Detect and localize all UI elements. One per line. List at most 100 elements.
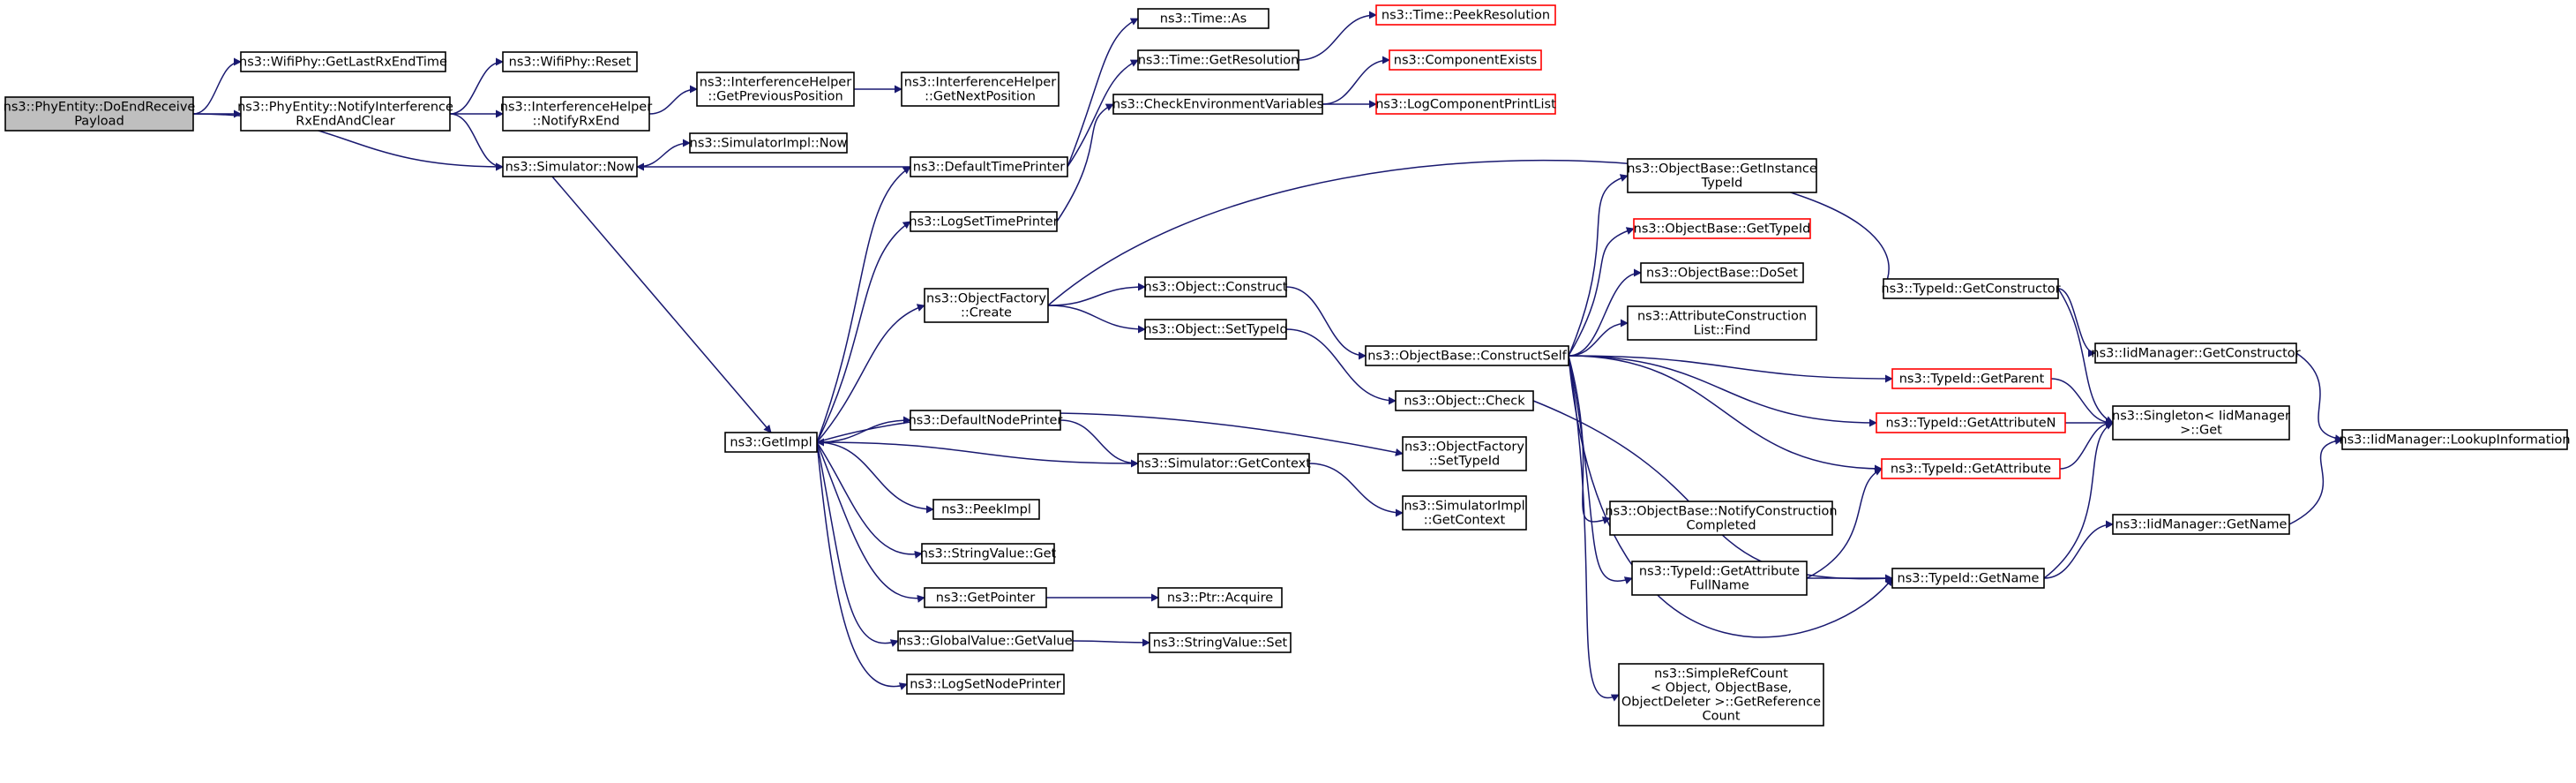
node-label: ::GetPreviousPosition: [708, 90, 842, 104]
node-box: [2112, 405, 2290, 440]
node-typeidgetparent[interactable]: ns3::TypeId::GetParent: [1891, 368, 2052, 389]
node-typeidgetattr[interactable]: ns3::TypeId::GetAttribute: [1881, 458, 2061, 479]
node-simimplnow[interactable]: ns3::SimulatorImpl::Now: [689, 132, 848, 154]
node-obnotifyconst[interactable]: ns3::ObjectBase::NotifyConstructionCompl…: [1605, 501, 1838, 536]
node-ihgetnext[interactable]: ns3::InterferenceHelper::GetNextPosition: [901, 72, 1060, 107]
node-typeidgetname[interactable]: ns3::TypeId::GetName: [1891, 568, 2045, 589]
node-box: [932, 499, 1040, 520]
node-iidgetname[interactable]: ns3::IidManager::GetName: [2112, 514, 2290, 535]
node-box: [1375, 94, 1556, 115]
edge-getimpl-to-peekimpl: [816, 441, 934, 514]
node-box: [1144, 319, 1287, 340]
node-iidgetctor[interactable]: ns3::IidManager::GetConstructor: [2091, 343, 2301, 364]
node-simnow[interactable]: ns3::Simulator::Now: [502, 156, 638, 177]
node-label: ns3::TypeId::GetParent: [1899, 373, 2045, 387]
node-label: List::Find: [1694, 324, 1751, 338]
edge-obconstructself-to-typeidgetattrfull: [1568, 355, 1633, 584]
edge-simgetcontext-to-simimplgetctx: [1308, 463, 1404, 517]
node-getimpl[interactable]: ns3::GetImpl: [724, 432, 818, 453]
node-getlastrx[interactable]: ns3::WifiPhy::GetLastRxEndTime: [239, 51, 447, 72]
node-timepeekres[interactable]: ns3::Time::PeekResolution: [1375, 4, 1556, 26]
node-ptracquire[interactable]: ns3::Ptr::Acquire: [1157, 587, 1283, 608]
node-objsettypeid[interactable]: ns3::Object::SetTypeId: [1143, 319, 1288, 340]
node-label: ::NotifyRxEnd: [533, 115, 620, 129]
node-box: [2094, 343, 2297, 364]
node-obdoset[interactable]: ns3::ObjectBase::DoSet: [1640, 262, 1804, 283]
node-obgettypeid[interactable]: ns3::ObjectBase::GetTypeId: [1633, 218, 1811, 239]
node-label: ns3::Object::Check: [1404, 395, 1525, 409]
node-objcheck[interactable]: ns3::Object::Check: [1395, 390, 1534, 411]
node-label: Count: [1702, 710, 1740, 724]
node-box: [1881, 458, 2061, 479]
node-typeidgetattrn[interactable]: ns3::TypeId::GetAttributeN: [1876, 412, 2066, 433]
node-obconstructself[interactable]: ns3::ObjectBase::ConstructSelf: [1365, 345, 1569, 366]
node-box: [1609, 501, 1833, 536]
node-peekimpl[interactable]: ns3::PeekImpl: [932, 499, 1040, 520]
node-simgetcontext[interactable]: ns3::Simulator::GetContext: [1136, 453, 1311, 474]
edge-obconstructself-to-attrconstfind: [1568, 319, 1629, 357]
node-box: [1375, 4, 1556, 26]
edge-objfactcreate-to-objconstruct: [1047, 282, 1146, 306]
node-objfactcreate[interactable]: ns3::ObjectFactory::Create: [924, 288, 1049, 323]
node-box: [1149, 632, 1292, 653]
node-label: ns3::InterferenceHelper: [500, 101, 652, 115]
node-ihgetprev[interactable]: ns3::InterferenceHelper::GetPreviousPosi…: [696, 72, 855, 107]
node-ihnotifyrxend[interactable]: ns3::InterferenceHelper::NotifyRxEnd: [500, 96, 652, 132]
node-label: ns3::DefaultNodePrinter: [909, 414, 1063, 428]
node-strvalset[interactable]: ns3::StringValue::Set: [1149, 632, 1292, 653]
edge-getimpl-to-logsettime: [816, 221, 911, 443]
node-box: [1883, 278, 2059, 299]
node-label: ns3::IidManager::GetName: [2115, 518, 2288, 532]
node-box: [1876, 412, 2066, 433]
node-box: [1631, 561, 1808, 596]
node-label: ns3::PhyEntity::NotifyInterference: [237, 101, 453, 115]
edge-globalgetvalue-to-strvalset: [1072, 638, 1150, 647]
edges: [192, 11, 2343, 702]
edge-typeidgetattrfull-to-typeidgetattr: [1806, 468, 1883, 579]
node-box: [1137, 49, 1299, 71]
node-logsettime[interactable]: ns3::LogSetTimePrinter: [909, 211, 1059, 232]
node-logsetnode[interactable]: ns3::LogSetNodePrinter: [906, 674, 1065, 695]
node-compexists[interactable]: ns3::ComponentExists: [1389, 49, 1542, 71]
node-box: [910, 156, 1068, 177]
node-objconstruct[interactable]: ns3::Object::Construct: [1144, 276, 1288, 297]
node-label: ns3::Singleton< IidManager: [2112, 410, 2290, 424]
node-label: ns3::SimulatorImpl::Now: [690, 137, 848, 151]
node-box: [1395, 390, 1534, 411]
node-deftimeprinter[interactable]: ns3::DefaultTimePrinter: [910, 156, 1068, 177]
node-objfactsettypeid[interactable]: ns3::ObjectFactory::SetTypeId: [1402, 436, 1527, 471]
node-iidlookup[interactable]: ns3::IidManager::LookupInformation: [2339, 429, 2571, 450]
node-box: [897, 630, 1074, 651]
node-wifireset[interactable]: ns3::WifiPhy::Reset: [502, 51, 638, 72]
node-defnodeprinter[interactable]: ns3::DefaultNodePrinter: [909, 410, 1063, 431]
node-getpointer[interactable]: ns3::GetPointer: [924, 587, 1047, 608]
edge-obconstructself-to-typeidgetattr: [1568, 355, 1883, 473]
node-notifyinterf[interactable]: ns3::PhyEntity::NotifyInterferenceRxEndA…: [237, 96, 453, 132]
node-typeidgetctor[interactable]: ns3::TypeId::GetConstructor: [1881, 278, 2061, 299]
node-logcompprint[interactable]: ns3::LogComponentPrintList: [1375, 94, 1556, 115]
node-globalgetvalue[interactable]: ns3::GlobalValue::GetValue: [897, 630, 1074, 651]
node-simimplgetctx[interactable]: ns3::SimulatorImpl::GetContext: [1402, 495, 1527, 531]
node-label: ns3::ObjectFactory: [1404, 440, 1524, 455]
edge-checkenv-to-compexists: [1322, 56, 1390, 105]
node-label: TypeId: [1701, 177, 1743, 191]
node-strvalget[interactable]: ns3::StringValue::Get: [920, 543, 1057, 564]
node-label: ns3::Time::As: [1160, 12, 1247, 26]
node-label: ns3::StringValue::Get: [920, 547, 1057, 561]
node-label: ns3::ObjectBase::NotifyConstruction: [1605, 505, 1837, 519]
node-singletonget[interactable]: ns3::Singleton< IidManager >::Get: [2112, 405, 2290, 440]
node-box: [910, 211, 1058, 232]
edge-notifyinterf-to-simnow: [449, 113, 504, 171]
node-timeas[interactable]: ns3::Time::As: [1137, 8, 1269, 29]
edge-getimpl-to-deftimeprinter: [816, 166, 911, 443]
node-simplerefcount[interactable]: ns3::SimpleRefCount< Object, ObjectBase,…: [1618, 663, 1824, 727]
node-label: ns3::GetImpl: [730, 436, 812, 450]
node-checkenv[interactable]: ns3::CheckEnvironmentVariables: [1112, 94, 1323, 115]
edge-getimpl-to-defnodeprinter: [816, 416, 911, 443]
edge-objconstruct-to-obconstructself: [1285, 286, 1367, 360]
node-timegetres[interactable]: ns3::Time::GetResolution: [1137, 49, 1299, 71]
